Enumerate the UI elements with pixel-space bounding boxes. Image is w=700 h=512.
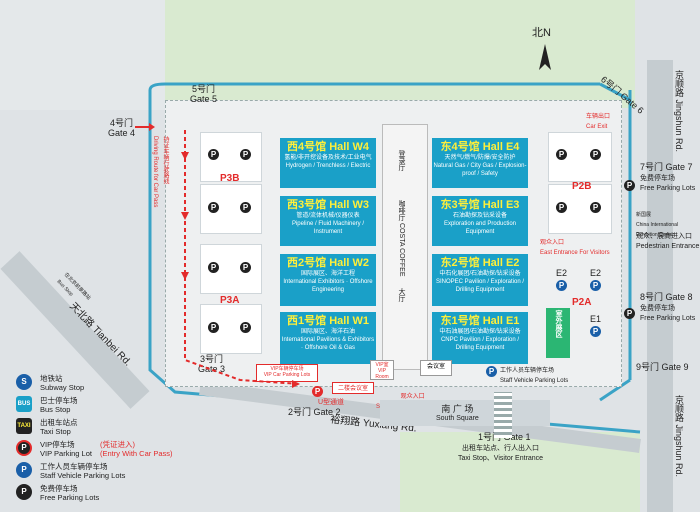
parking-icon: P (208, 149, 219, 160)
parking-area-e1: E1 (590, 314, 602, 324)
vip-room: VIP室 VIP Room (370, 360, 394, 380)
parking-icon: P (208, 262, 219, 273)
parking-icon: P (556, 202, 567, 213)
parking-icon: P (208, 202, 219, 213)
parking-area-e2: E2 (556, 268, 568, 278)
north-arrow-icon (539, 44, 551, 70)
gate-8[interactable]: 8号门 Gate 8 (640, 292, 693, 302)
free-parking-icon: P (624, 180, 635, 191)
free-parking-icon: P (16, 484, 32, 500)
parking-area-e2b: E2 (590, 268, 602, 278)
parking-icon: P (556, 149, 567, 160)
lobby: 大厅 (398, 288, 405, 302)
parking-icon: P (240, 202, 251, 213)
free-parking-icon: P (624, 308, 635, 319)
car-exit: 车辆出口 Car Exit (586, 114, 611, 130)
vip-parking-lot: VIP车辆停车场 VIP Car Parking Lots (256, 364, 318, 382)
second-meeting-room: 二楼会议室 (332, 382, 374, 394)
pedestrian-crossing (494, 392, 512, 438)
staff-parking-label: 工作人员车辆停车场 Staff Vehicle Parking Lots (500, 368, 569, 384)
bus-icon: BUS (16, 396, 32, 412)
staff-parking-icon: P (16, 462, 32, 478)
parking-icon: P (208, 322, 219, 333)
ciec-label: 新国展 China International Exhibition Cente… (636, 212, 678, 238)
staff-parking-icon: P (556, 280, 567, 291)
grass-top (165, 0, 635, 108)
parking-area-p2b: P2B (572, 181, 592, 192)
grass-nw (0, 0, 165, 110)
vip-parking-icon: P (16, 440, 32, 456)
road-jingshun-top: 京顺路 Jingshun Rd. (674, 70, 684, 153)
staff-parking-icon: P (590, 326, 601, 337)
registration-hall: 登录厅 (398, 150, 405, 171)
legend-vip-note: (凭证进入) (Entry With Car Pass) (100, 440, 173, 458)
costa-coffee: 咖啡厅 COSTA COFFEE (398, 200, 405, 277)
parking-icon: P (590, 202, 601, 213)
staff-parking-icon: P (486, 366, 497, 377)
parking-icon: P (590, 149, 601, 160)
taxi-icon: TAXI (16, 418, 32, 434)
parking-area-p3a: P3A (220, 295, 240, 306)
parking-icon: P (240, 149, 251, 160)
parking-area-p3b: P3B (220, 173, 240, 184)
south-square (380, 400, 550, 426)
gate-1[interactable]: 1号门 Gate 1 (478, 432, 531, 442)
parking-area-p2a: P2A (572, 297, 592, 308)
outdoor-area: 室外展区 (546, 308, 570, 358)
subway-icon: S (16, 374, 32, 390)
compass-label: 北N (532, 27, 551, 39)
gate-2[interactable]: 2号门 Gate 2 (288, 407, 341, 417)
u-turn-passage: U型通道 (318, 399, 345, 406)
route-car-pass-label: 持证车辆行驶路线 Driving Route for Car Pass (152, 136, 168, 208)
central-corridor (382, 124, 428, 370)
parking-icon: P (240, 322, 251, 333)
road-jingshun-bottom: 京顺路 Jingshun Rd. (674, 395, 684, 478)
gate-9[interactable]: 9号门 Gate 9 (636, 362, 689, 372)
gate8-free-parking: 免费停车场 Free Parking Lots (640, 305, 696, 322)
pedestrian-entrance: 观众、展商进入口 Pedestrian Entrance (636, 233, 700, 250)
east-entrance[interactable]: 观众入口 East Entrance For Visitors (540, 240, 610, 256)
parking-lot-e1 (548, 132, 612, 182)
meeting-room: 会议室 (420, 360, 452, 376)
staff-parking-icon: P (590, 280, 601, 291)
gate-4-arrow-icon (135, 123, 155, 131)
parking-icon: P (240, 262, 251, 273)
vip-parking-icon: P (312, 386, 323, 397)
taxi-stop-gate1: 出租车站点、行人出入口 Taxi Stop、Visitor Entrance (458, 445, 544, 462)
gate-7[interactable]: 7号门 Gate 7 (640, 162, 693, 172)
gate7-free-parking: 免费停车场 Free Parking Lots (640, 175, 696, 192)
